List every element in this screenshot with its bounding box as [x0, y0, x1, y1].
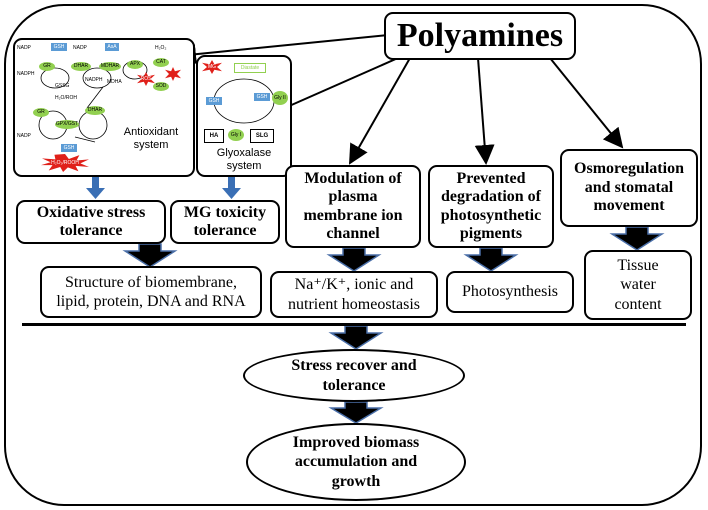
- gsh-node-right: GSH: [254, 93, 270, 101]
- water-content-box: Tissue water content: [584, 250, 692, 320]
- gsh-node-left: GSH: [206, 97, 222, 105]
- arrow-to-pigments: [474, 57, 495, 165]
- osmoregulation-label: Osmoregulation and stomatal movement: [574, 160, 684, 215]
- dhar-node: DHAR: [71, 62, 91, 71]
- gssg-label: GSSG: [55, 83, 70, 89]
- antioxidant-caption: Antioxidant system: [123, 126, 179, 151]
- osmoregulation-box: Osmoregulation and stomatal movement: [560, 149, 698, 227]
- cat-node: CAT: [153, 58, 169, 67]
- mg-toxicity-box: MG toxicity tolerance: [170, 200, 280, 244]
- block-arrow-oxidative: [122, 243, 178, 268]
- photosynthesis-box: Photosynthesis: [446, 271, 574, 313]
- biomass-ellipse: Improved biomass accumulation and growth: [246, 423, 466, 501]
- nadp-label-2: NADP: [73, 45, 87, 51]
- blue-arrow-glyoxalase: [222, 176, 241, 199]
- dhar-node-2: DHAR: [85, 106, 105, 115]
- block-arrow-pigments: [463, 247, 519, 272]
- glyoxalase-caption: Glyoxalase system: [216, 147, 272, 172]
- gr-node-2: GR: [33, 108, 49, 117]
- block-arrow-rule: [328, 325, 384, 350]
- gr-node: GR: [39, 62, 55, 71]
- ha-node: HA: [204, 129, 224, 143]
- block-arrow-osmo: [609, 226, 665, 251]
- gsh-node-bottom: GSH: [61, 144, 77, 152]
- nadph-label-1: NADPH: [17, 71, 35, 77]
- antioxidant-panel: GSH AsA NADP NADP GR DHAR MDHAR APX CAT …: [13, 38, 195, 177]
- nadp-label-1: NADP: [17, 45, 31, 51]
- gly1-node: Gly I: [228, 129, 244, 141]
- sod-node: SOD: [153, 82, 169, 91]
- block-arrow-stress: [328, 401, 384, 424]
- mdha-label: MDHA: [107, 79, 122, 85]
- h2o-roh-label: H₂O/ROH: [55, 95, 77, 101]
- blue-arrow-antioxidant: [86, 176, 105, 199]
- stress-recover-label: Stress recover and tolerance: [291, 357, 417, 394]
- homeostasis-box: Na⁺/K⁺, ionic and nutrient homeostasis: [270, 271, 438, 318]
- outer-frame: [4, 4, 702, 506]
- polyamines-title: Polyamines: [384, 12, 576, 60]
- gpx-gst-node: GPX/GST: [55, 120, 79, 129]
- arrow-to-osmoregulation: [549, 57, 624, 149]
- homeostasis-label: Na⁺/K⁺, ionic and nutrient homeostasis: [272, 275, 436, 313]
- arrow-to-ion-channel: [349, 57, 411, 165]
- nadp-label-3: NADP: [17, 133, 31, 139]
- block-arrow-ion: [326, 247, 382, 272]
- nadph-label-2: NADPH: [85, 77, 103, 83]
- homeostasis-ion-label: Na⁺/K⁺: [294, 276, 347, 294]
- apx-node: APX: [127, 60, 143, 69]
- ion-channel-box: Modulation of plasma membrane ion channe…: [285, 165, 421, 248]
- pigments-label: Prevented degradation of photosynthetic …: [440, 169, 542, 242]
- gly-top-label: Diastate: [234, 63, 266, 73]
- water-content-label: Tissue water content: [614, 257, 662, 313]
- gsh-node-top: GSH: [51, 43, 67, 51]
- mg-toxicity-label: MG toxicity tolerance: [183, 203, 267, 239]
- homeostasis-rest-label: , ionic and nutrient homeostasis: [288, 276, 420, 313]
- asa-node: AsA: [105, 43, 119, 51]
- pigments-box: Prevented degradation of photosynthetic …: [428, 165, 554, 248]
- h2o2-label: H₂O₂: [155, 45, 167, 51]
- stress-recover-ellipse: Stress recover and tolerance: [243, 349, 465, 402]
- mdhar-node: MDHAR: [99, 62, 121, 71]
- biomembrane-label: Structure of biomembrane, lipid, protein…: [56, 273, 246, 310]
- gly2-node: Gly II: [272, 91, 288, 105]
- biomass-label: Improved biomass accumulation and growth: [292, 434, 420, 490]
- photosynthesis-label: Photosynthesis: [461, 283, 558, 301]
- slg-node: SLG: [250, 129, 274, 143]
- glyoxalase-panel: MG Diastate GSH GSH Gly II HA Gly I SLG …: [196, 55, 292, 177]
- oxidative-stress-label: Oxidative stress tolerance: [36, 203, 146, 239]
- ion-channel-label: Modulation of plasma membrane ion channe…: [303, 169, 403, 242]
- biomembrane-box: Structure of biomembrane, lipid, protein…: [40, 266, 262, 318]
- oxidative-stress-box: Oxidative stress tolerance: [16, 200, 166, 244]
- divider-line: [22, 323, 686, 326]
- polyamines-label: Polyamines: [396, 17, 564, 55]
- arrow-to-antioxidant: [176, 34, 389, 65]
